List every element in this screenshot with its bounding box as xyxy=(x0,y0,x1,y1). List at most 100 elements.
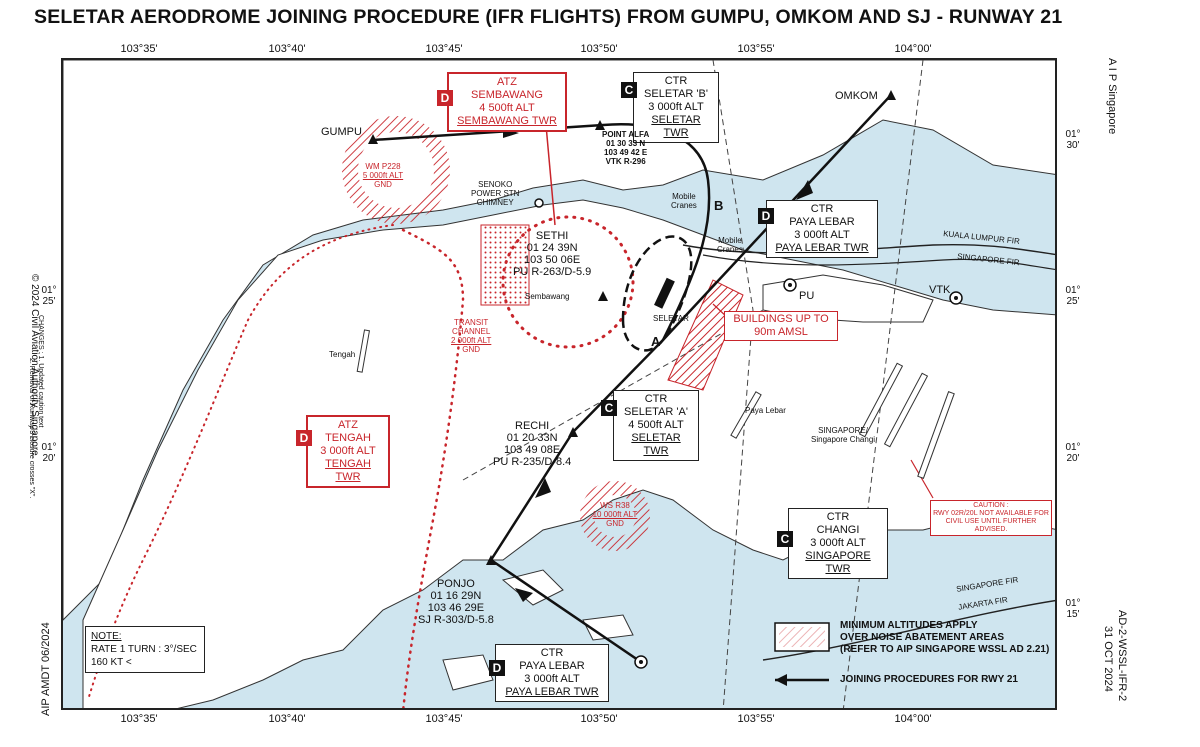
tengah-place: Tengah xyxy=(329,350,356,359)
transit-channel-line xyxy=(401,228,465,708)
lon-bottom-6: 104°00' xyxy=(894,713,932,725)
senoko-line-1: SENOKO xyxy=(478,180,513,189)
changi-runway-2 xyxy=(883,372,929,448)
vtk-navaid-dot xyxy=(954,296,958,300)
lat-20-min: 20' xyxy=(1066,453,1080,464)
ws-r38-area xyxy=(580,481,650,551)
lat-15-deg: 01° xyxy=(1065,598,1081,609)
arrow-omkom xyxy=(796,180,813,200)
atz-tengah-alt: 3 000ft ALT xyxy=(320,445,376,457)
atz-tengah-twr: TENGAH TWR xyxy=(325,458,371,483)
rechi-lat: 01 20 33N xyxy=(506,432,558,444)
paya-lebar-runway xyxy=(730,391,762,439)
ctr-seletar-a-type: CTR xyxy=(644,393,668,405)
mobile-cranes-2-b: Cranes xyxy=(717,245,743,254)
lon-top-1: 103°35' xyxy=(120,43,158,55)
sg-fir-line-lower xyxy=(762,599,1055,661)
rechi-block: RECHI 01 20 33N 103 49 08E PU R-235/D-8.… xyxy=(493,420,571,468)
mobile-cranes-1-a: Mobile xyxy=(672,192,696,201)
ctr-seletar-b-twr: SELETAR TWR xyxy=(651,114,701,139)
buildings-area xyxy=(667,279,744,391)
legend-noise-3: (REFER TO AIP SINGAPORE WSSL AD 2.21) xyxy=(840,644,1050,655)
senoko-line-3: CHIMNEY xyxy=(476,198,514,207)
ctr-paya-lebar-south-name: PAYA LEBAR xyxy=(519,660,585,672)
chart-date-text: 31 OCT 2024 xyxy=(1102,626,1114,692)
ctr-seletar-b-alt: 3 000ft ALT xyxy=(648,101,704,113)
caution-label: CAUTION : RWY 02R/20L NOT AVAILABLE FOR … xyxy=(930,500,1052,536)
legend-joining-arrow xyxy=(775,674,787,686)
buildings-line-1: BUILDINGS UP TO xyxy=(733,313,829,325)
ctr-seletar-a: CTR SELETAR 'A' 4 500ft ALT SELETAR TWR xyxy=(613,390,699,461)
ctr-paya-lebar-north: CTR PAYA LEBAR 3 000ft ALT PAYA LEBAR TW… xyxy=(766,200,878,258)
atz-sembawang-class: D xyxy=(437,90,453,106)
legend-noise-2: OVER NOISE ABATEMENT AREAS xyxy=(840,632,1005,643)
ctr-seletar-a-alt: 4 500ft ALT xyxy=(628,419,684,431)
ponjo-name: PONJO xyxy=(436,578,475,590)
coastline-dotted-line xyxy=(87,224,394,701)
lon-top-2: 103°40' xyxy=(268,43,306,55)
ctr-paya-lebar-south-twr: PAYA LEBAR TWR xyxy=(505,686,599,698)
ctr-seletar-b-name: SELETAR 'B' xyxy=(644,88,708,100)
paya-lebar-place: Paya Lebar xyxy=(745,406,786,415)
sethi-lon: 103 50 06E xyxy=(523,254,581,266)
ctr-paya-lebar-south-alt: 3 000ft ALT xyxy=(524,673,580,685)
rechi-lon: 103 49 08E xyxy=(503,444,561,456)
sg-fir-line-upper xyxy=(702,254,1055,271)
lon-top-5: 103°55' xyxy=(737,43,775,55)
seletar-place: SELETAR xyxy=(653,314,689,323)
lon-top-3: 103°45' xyxy=(425,43,463,55)
ctr-changi-twr: SINGAPORE TWR xyxy=(805,550,871,575)
arrow-sj xyxy=(515,588,533,602)
route-sj xyxy=(490,558,642,664)
ctr-seletar-a-twr: SELETAR TWR xyxy=(631,432,681,457)
pu-navaid-dot xyxy=(788,283,792,287)
segment-b-label: B xyxy=(714,198,724,213)
transit-line-3: 2 000ft ALT xyxy=(451,336,492,345)
amendment-text: AIP AMDT 06/2024 xyxy=(40,622,52,716)
changi-place-2: Singapore Changi xyxy=(811,435,876,444)
lat-20-deg-left: 01° xyxy=(41,442,57,453)
point-alfa-block: POINT ALFA 01 30 33 N 103 49 42 E VTK R-… xyxy=(602,130,649,166)
gumpu-waypoint xyxy=(368,134,378,144)
senoko-chimney xyxy=(534,198,544,208)
point-alfa-radial: VTK R-296 xyxy=(605,157,646,166)
gumpu-label: GUMPU xyxy=(321,126,362,138)
ws-r38-alt: 10 000ft ALT xyxy=(592,510,638,519)
atz-tengah: ATZ TENGAH 3 000ft ALT TENGAH TWR xyxy=(306,415,390,488)
ctr-boundary-2 xyxy=(722,309,754,708)
mobile-cranes-1-b: Cranes xyxy=(671,201,697,210)
omkom-waypoint xyxy=(886,90,896,100)
southern-island-3 xyxy=(442,654,494,691)
legend-joining: JOINING PROCEDURES FOR RWY 21 xyxy=(840,674,1018,685)
chart-title: SELETAR AERODROME JOINING PROCEDURE (IFR… xyxy=(34,6,1063,28)
kl-fir-line xyxy=(682,243,1055,256)
map-drawing xyxy=(63,60,1055,708)
lat-20-min-left: 20' xyxy=(42,453,56,464)
note-title: NOTE: xyxy=(91,631,122,642)
ctr-paya-lebar-north-alt: 3 000ft ALT xyxy=(794,229,850,241)
ctr-paya-lebar-south-class: D xyxy=(489,660,505,676)
legend-noise-hatch xyxy=(779,627,825,647)
changi-runway-3 xyxy=(917,391,955,479)
atz-sembawang: ATZ SEMBAWANG 4 500ft ALT SEMBAWANG TWR xyxy=(447,72,567,132)
sethi-waypoint xyxy=(598,291,608,301)
lat-25-min-left: 25' xyxy=(42,296,56,307)
lat-30-min: 30' xyxy=(1066,140,1080,151)
lon-bottom-4: 103°50' xyxy=(580,713,618,725)
ctr-seletar-a-name: SELETAR 'A' xyxy=(624,406,688,418)
sembawang-place: Sembawang xyxy=(525,292,570,301)
rechi-waypoint xyxy=(568,427,578,437)
caution-line-2: RWY 02R/20L NOT AVAILABLE FOR xyxy=(933,510,1049,517)
ctr-paya-lebar-south-type: CTR xyxy=(540,647,564,659)
transit-channel-area xyxy=(480,224,530,306)
lat-25-deg-left: 01° xyxy=(41,285,57,296)
sethi-block: SETHI 01 24 39N 103 50 06E PU R-263/D-5.… xyxy=(513,230,591,278)
atz-tengah-type: ATZ xyxy=(338,419,358,431)
map-area: CTR SELETAR 'B' 3 000ft ALT SELETAR TWR … xyxy=(61,58,1057,710)
lat-25-deg: 01° xyxy=(1065,285,1081,296)
omkom-label: OMKOM xyxy=(835,90,878,102)
legend-noise: MINIMUM ALTITUDES APPLY OVER NOISE ABATE… xyxy=(840,620,1049,656)
ctr-boundary-1 xyxy=(712,60,754,311)
ws-r38-gnd: GND xyxy=(606,519,624,528)
atz-sembawang-twr: SEMBAWANG TWR xyxy=(457,115,557,127)
